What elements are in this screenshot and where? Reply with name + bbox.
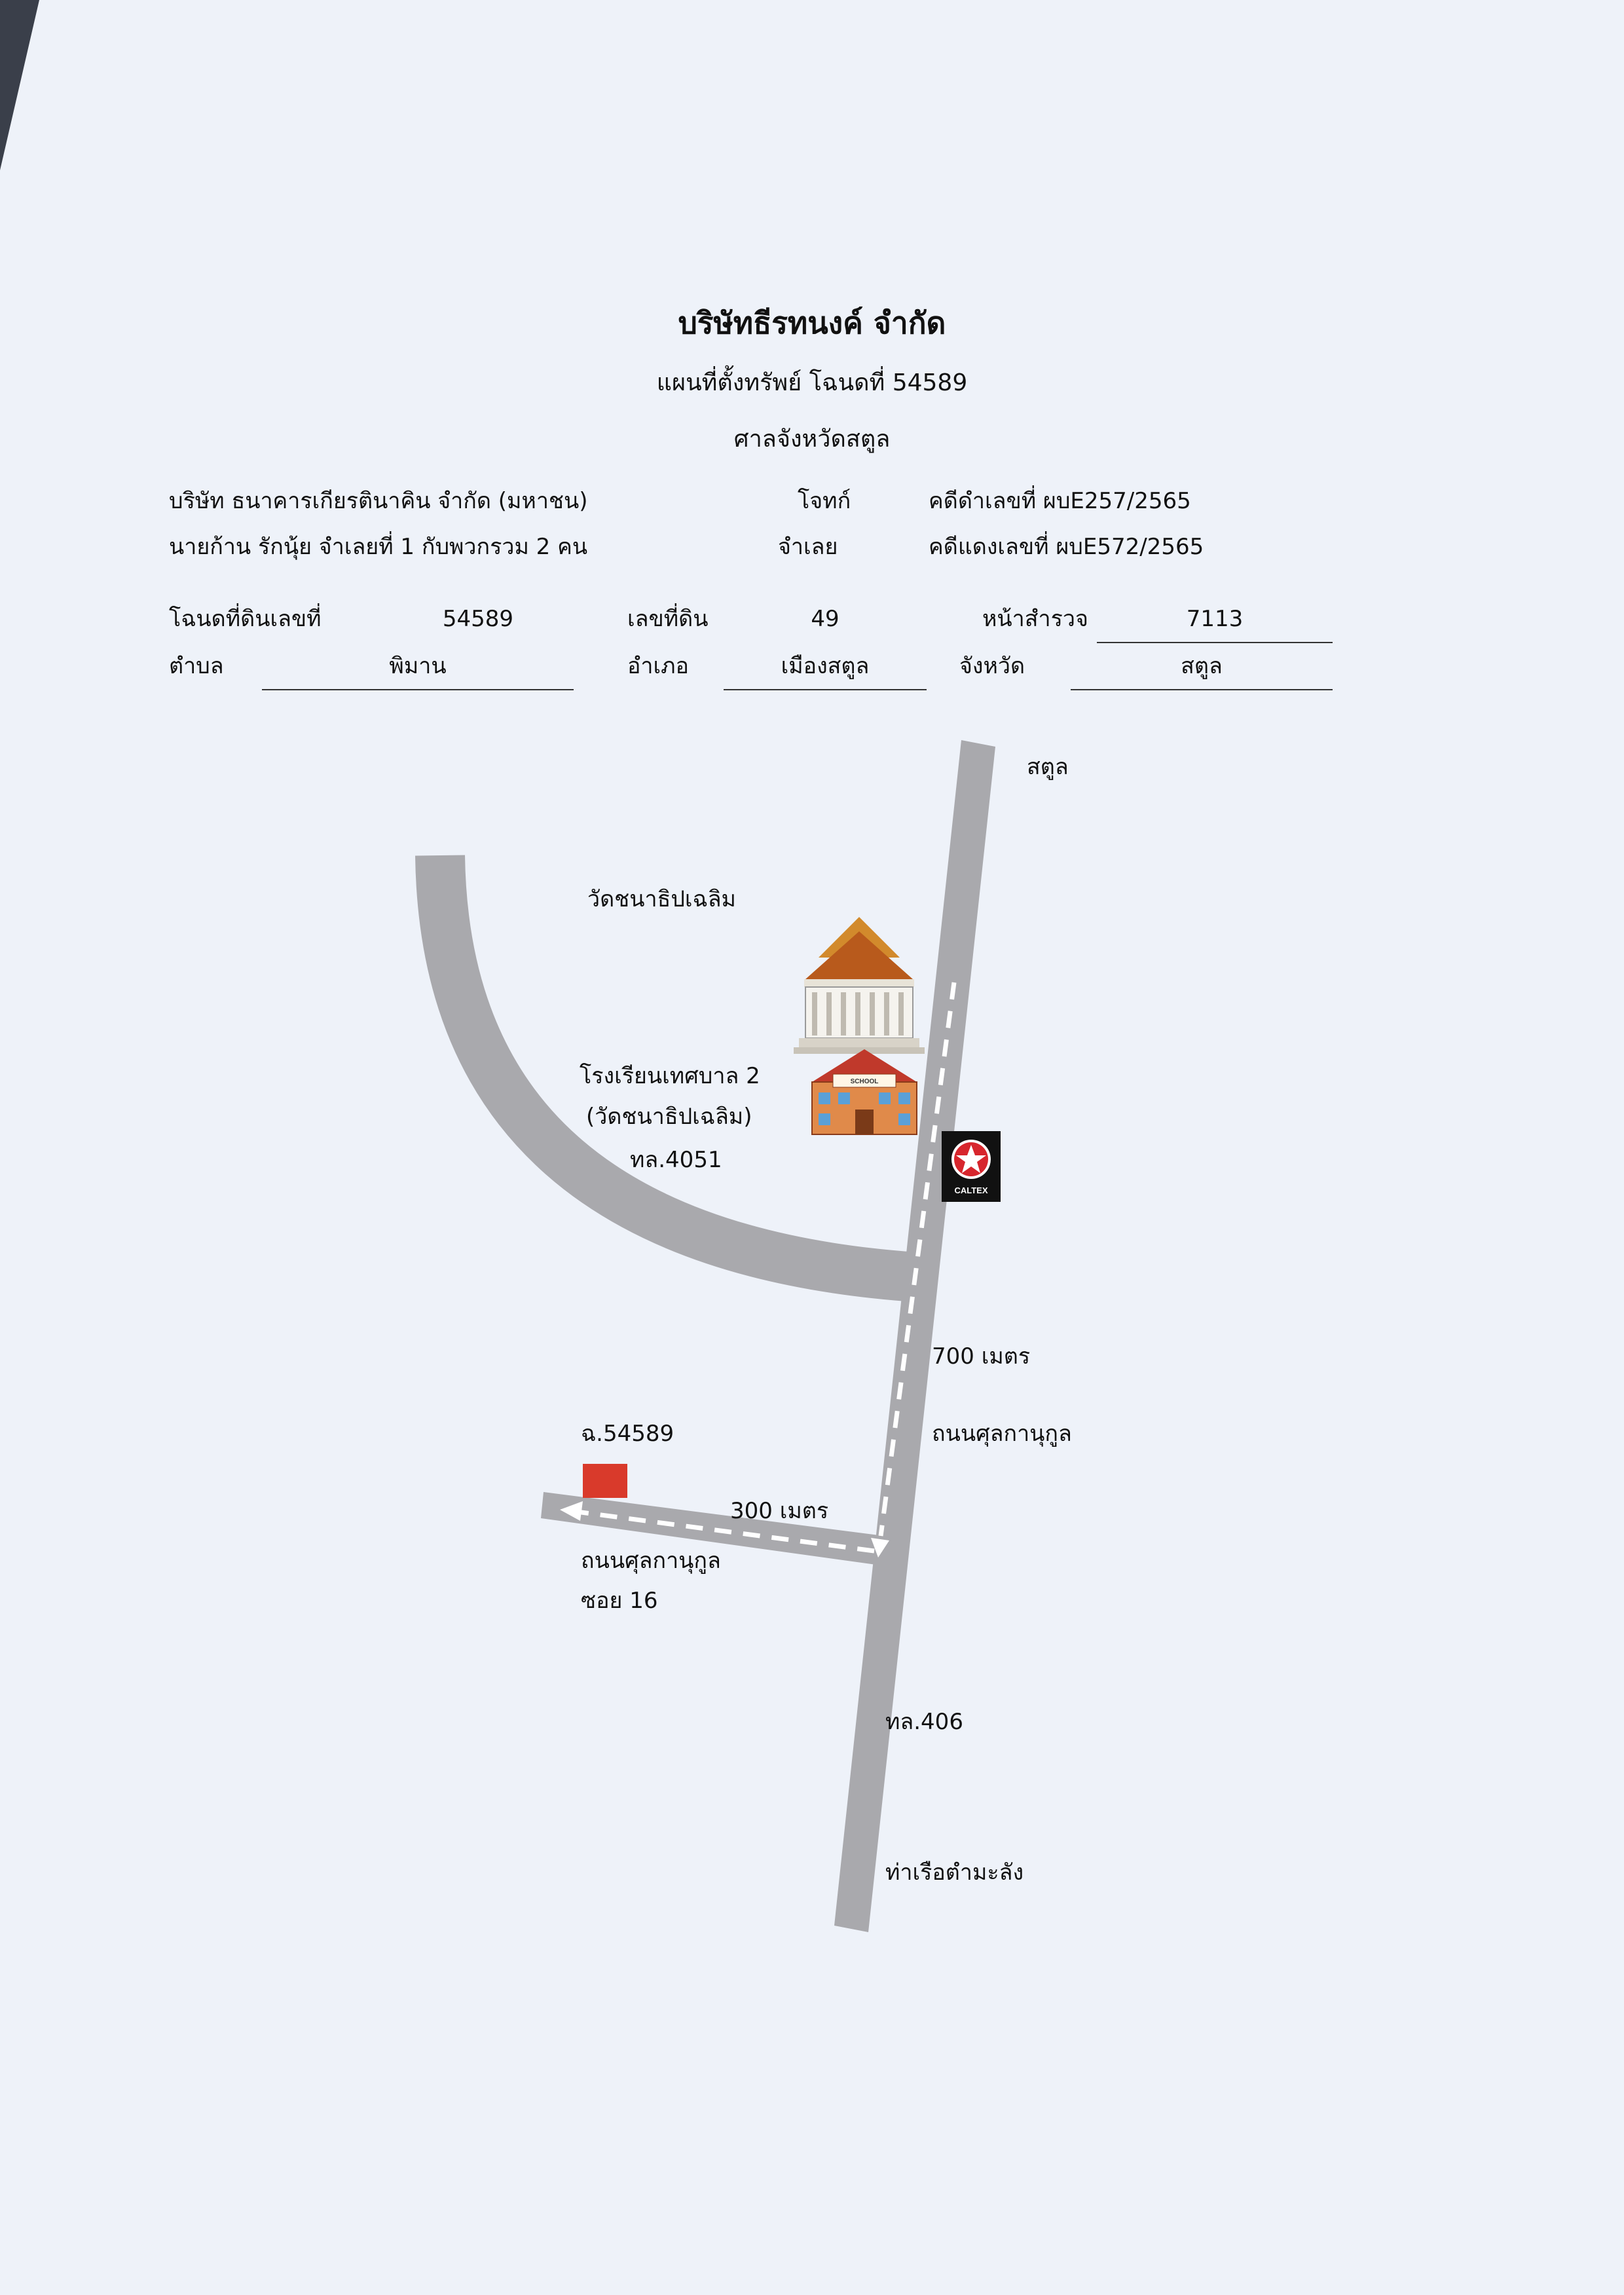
soi-road-label: ถนนศุลกานุกูล <box>581 1548 721 1574</box>
amphoe-underline <box>724 689 927 690</box>
temple-label: วัดชนาธิปเฉลิม <box>587 886 736 912</box>
amphoe-label: อำเภอ <box>627 653 689 679</box>
tambon-value: พิมาน <box>389 653 447 679</box>
school-label-line1: โรงเรียนเทศบาล 2 <box>580 1063 760 1089</box>
main-road <box>834 740 995 1932</box>
red-case-number: คดีแดงเลขที่ ผบE572/2565 <box>929 534 1204 560</box>
distance-700-label: 700 เมตร <box>932 1343 1030 1370</box>
defendant-role: จำเลย <box>778 534 838 560</box>
route-dash-soi <box>576 1509 875 1554</box>
road-406-label: ทล.406 <box>885 1709 963 1735</box>
land-number-label: เลขที่ดิน <box>627 606 709 632</box>
north-destination-label: สตูล <box>1027 754 1069 780</box>
route-arrow-down <box>871 1538 889 1558</box>
tambon-underline <box>262 689 574 690</box>
land-number-value: 49 <box>811 606 840 632</box>
plot-marker-icon <box>583 1464 627 1498</box>
route-arrow-left <box>560 1501 583 1521</box>
deed-number-label: โฉนดที่ดินเลขที่ <box>169 606 322 632</box>
court-name: ศาลจังหวัดสตูล <box>733 426 891 453</box>
deed-number-value: 54589 <box>442 606 514 632</box>
plaintiff-name: บริษัท ธนาคารเกียรตินาคิน จำกัด (มหาชน) <box>169 488 588 514</box>
amphoe-value: เมืองสตูล <box>781 653 870 679</box>
province-value: สตูล <box>1181 653 1223 679</box>
curved-road <box>415 855 919 1302</box>
province-underline <box>1071 689 1333 690</box>
pier-label: ท่าเรือตำมะลัง <box>885 1859 1024 1886</box>
survey-page-value: 7113 <box>1186 606 1244 632</box>
soi-number-label: ซอย 16 <box>581 1588 658 1614</box>
province-label: จังหวัด <box>959 653 1025 679</box>
plot-label: ฉ.54589 <box>581 1421 674 1447</box>
plaintiff-role: โจทก์ <box>798 488 851 514</box>
plan-title: แผนที่ตั้งทรัพย์ โฉนดที่ 54589 <box>656 369 968 396</box>
school-sign-text: SCHOOL <box>851 1078 879 1085</box>
caltex-text: CALTEX <box>954 1185 987 1195</box>
school-label-line2: (วัดชนาธิปเฉลิม) <box>586 1104 752 1130</box>
distance-300-label: 300 เมตร <box>730 1498 828 1524</box>
soi-road <box>541 1492 884 1565</box>
temple-icon <box>794 917 925 1054</box>
defendant-name: นายก้าน รักนุ้ย จำเลยที่ 1 กับพวกรวม 2 ค… <box>169 534 588 560</box>
company-title: บริษัทธีรทนงค์ จำกัด <box>678 305 946 341</box>
main-road-label: ถนนศุลกานุกูล <box>932 1421 1072 1447</box>
school-icon: SCHOOL <box>811 1049 917 1135</box>
black-case-number: คดีดำเลขที่ ผบE257/2565 <box>929 488 1191 514</box>
survey-underline <box>1097 642 1333 643</box>
tambon-label: ตำบล <box>169 653 224 679</box>
route-dash-main <box>878 982 957 1537</box>
survey-page-label: หน้าสำรวจ <box>982 606 1088 632</box>
road-4051-label: ทล.4051 <box>630 1147 722 1173</box>
scan-corner <box>0 0 39 170</box>
caltex-logo-icon: CALTEX <box>942 1131 1001 1202</box>
